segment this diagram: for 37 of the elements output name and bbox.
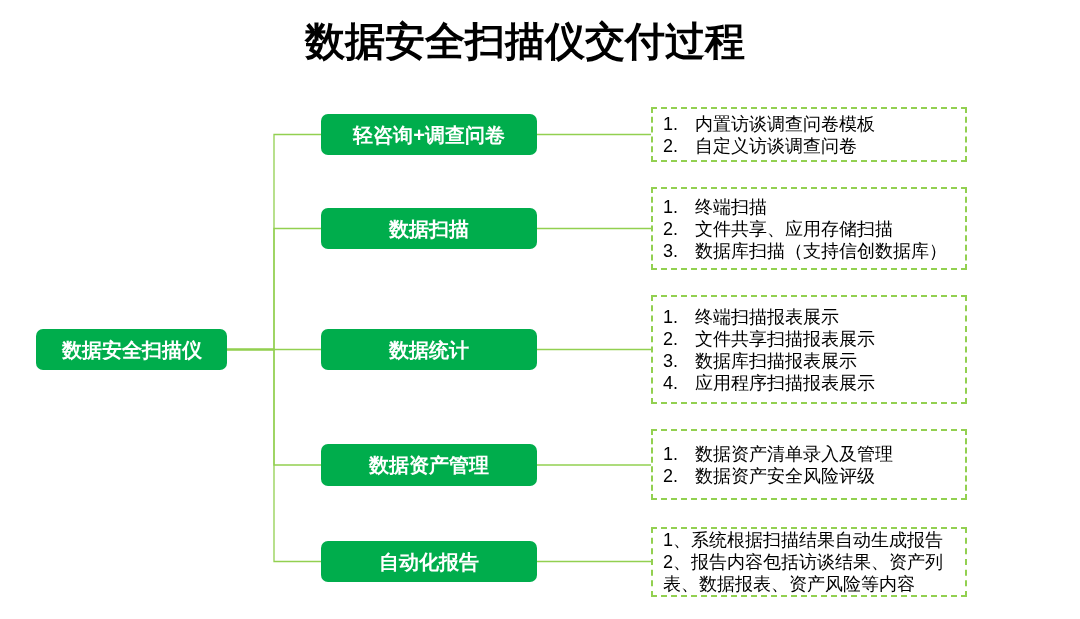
list-item-text: 1. 终端扫描 xyxy=(663,195,768,218)
node-label: 自动化报告 xyxy=(379,549,479,574)
connector-line xyxy=(536,560,652,563)
note-box xyxy=(651,429,967,500)
process-box xyxy=(321,114,537,155)
list-item-text: 2. 文件共享、应用存储扫描 xyxy=(663,217,894,240)
connector-line xyxy=(226,348,322,563)
connector-line xyxy=(536,464,652,466)
process-box xyxy=(321,208,537,249)
note-box xyxy=(651,295,967,404)
list-item-text: 1. 终端扫描报表展示 xyxy=(663,305,840,328)
note-box xyxy=(651,527,967,597)
list-item-text: 1. 内置访谈调查问卷模板 xyxy=(663,112,876,135)
node-label: 数据安全扫描仪 xyxy=(61,337,202,362)
list-item-text: 4. 应用程序扫描报表展示 xyxy=(663,371,876,394)
list-item-text: 2、报告内容包括访谈结果、资产列表、数据报表、资产风险等内容 xyxy=(663,551,944,595)
list-item-text: 2. 文件共享扫描报表展示 xyxy=(663,327,876,350)
list-item-text: 2. 数据资产安全风险评级 xyxy=(663,464,876,487)
process-box xyxy=(321,444,537,486)
note-box xyxy=(651,187,967,270)
process-box xyxy=(321,329,537,370)
note-box xyxy=(651,107,967,162)
node-label: 数据统计 xyxy=(389,337,469,362)
connector-line xyxy=(536,227,652,230)
list-item-text: 1. 数据资产清单录入及管理 xyxy=(663,442,894,465)
list-item-text: 1、系统根据扫描结果自动生成报告 xyxy=(663,529,944,551)
node-label: 数据资产管理 xyxy=(369,453,489,477)
node-label: 轻咨询+调查问卷 xyxy=(353,122,505,147)
list-item-text: 2. 自定义访谈调查问卷 xyxy=(663,134,858,157)
list-item-text: 3. 数据库扫描（支持信创数据库） xyxy=(663,239,948,262)
process-box xyxy=(36,329,227,370)
diagram-title: 数据安全扫描仪交付过程 xyxy=(303,18,746,65)
list-item-text: 3. 数据库扫描报表展示 xyxy=(663,349,858,372)
connector-line xyxy=(536,133,652,136)
process-box xyxy=(321,541,537,582)
connector-line xyxy=(536,348,652,351)
node-label: 数据扫描 xyxy=(389,216,469,241)
